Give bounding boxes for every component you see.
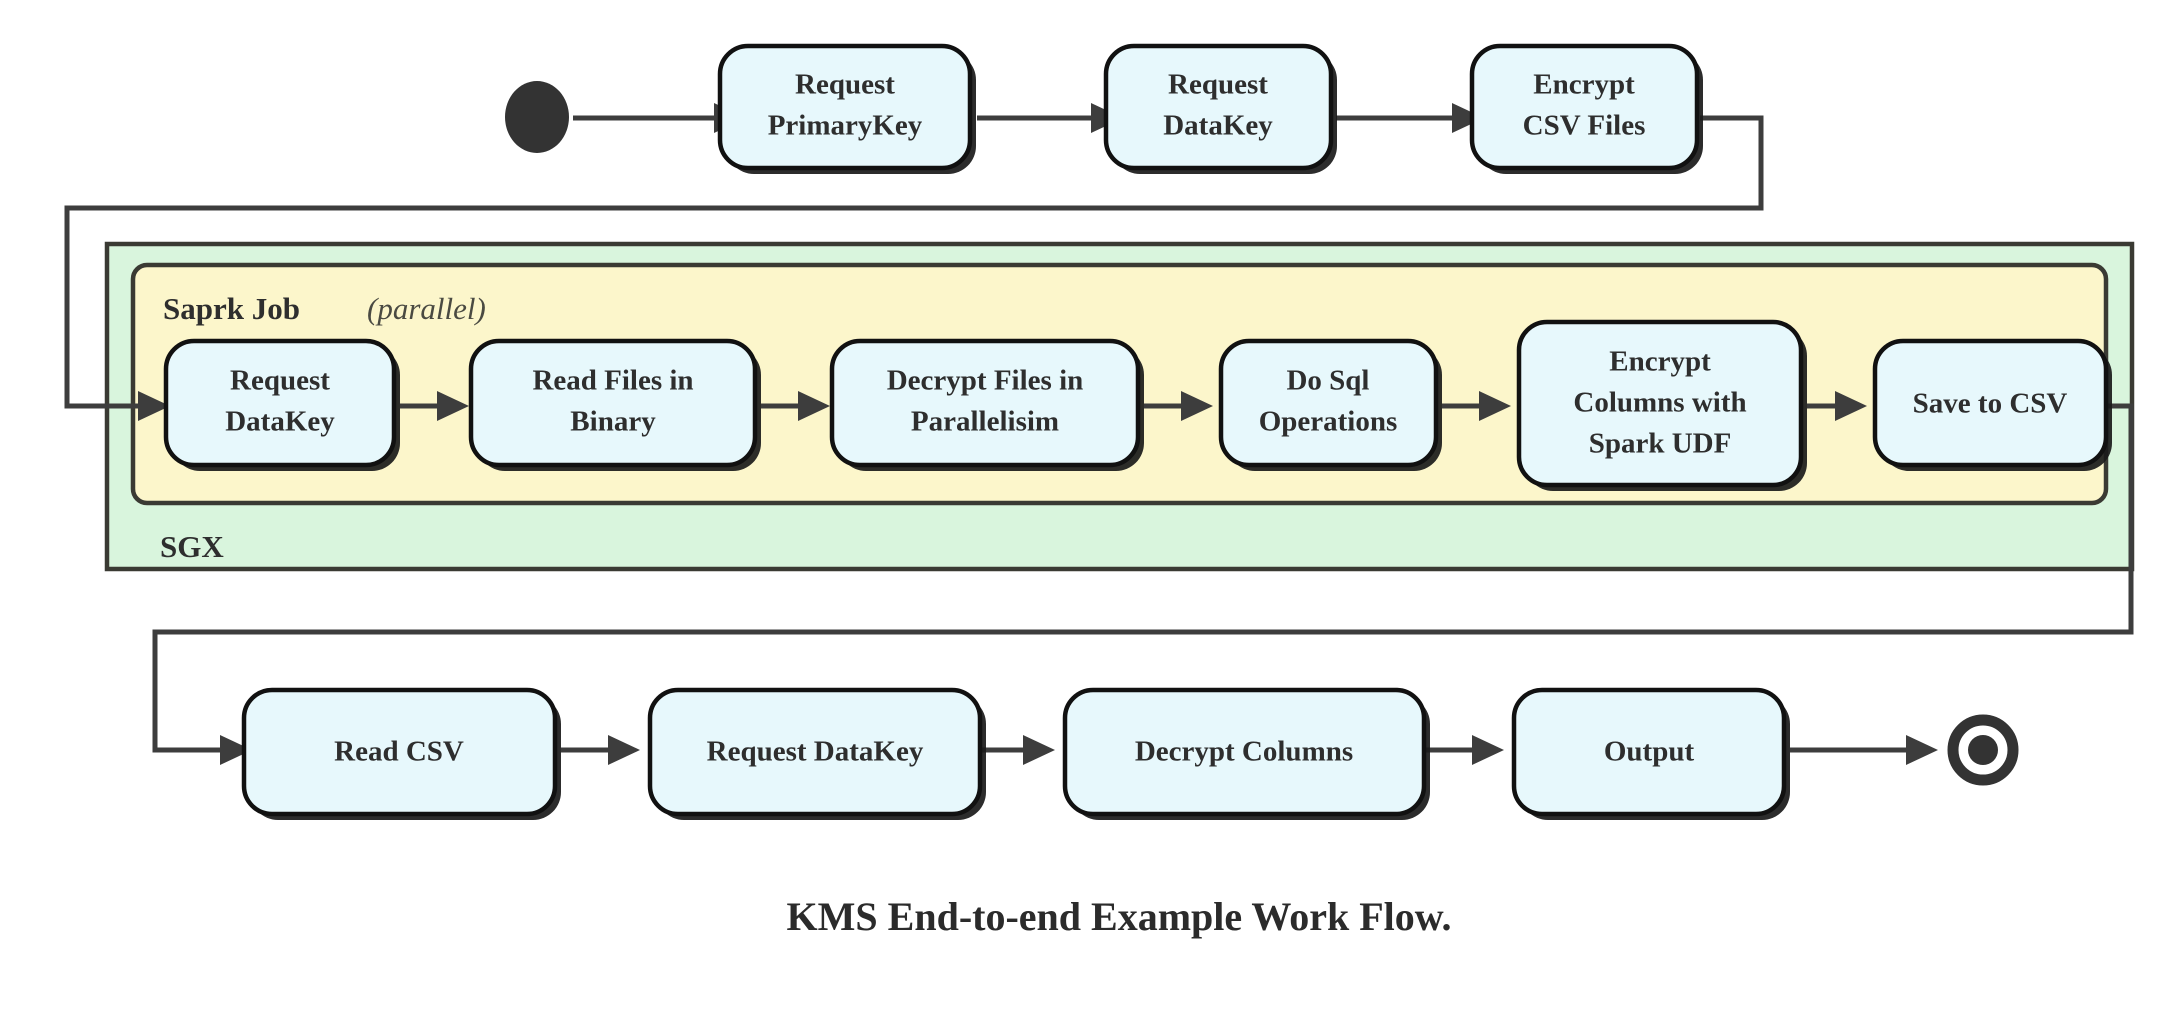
node-encrypt-csv-files[interactable]: Encrypt CSV Files [1469, 43, 1703, 174]
node-label-line-1: Request [795, 69, 895, 101]
node-request-primarykey[interactable]: Request PrimaryKey [717, 43, 976, 174]
node-label-line-1: Save to CSV [1913, 388, 2068, 420]
node-label-line-2: DataKey [1163, 110, 1273, 142]
node-rect[interactable] [241, 687, 558, 817]
spark-job-modifier: (parallel) [367, 291, 486, 326]
start-node-circle [505, 81, 569, 153]
edge-savetocsv-to-readcsv [152, 403, 2134, 753]
node-label-line-1: Request DataKey [707, 736, 924, 768]
node-output[interactable]: Output [1511, 687, 1790, 820]
node-read-csv[interactable]: Read CSV [241, 687, 561, 820]
node-decrypt-files-in-parallelisim[interactable]: Decrypt Files in Parallelisim [829, 338, 1144, 471]
node-label-line-1: Encrypt [1533, 69, 1635, 101]
node-rect[interactable] [717, 43, 973, 171]
top-row-nodes: Request PrimaryKey Request DataKey Encry… [717, 43, 1703, 174]
node-request-datakey-top[interactable]: Request DataKey [1103, 43, 1337, 174]
node-rect[interactable] [1872, 338, 2109, 468]
node-rect[interactable] [1469, 43, 1700, 171]
arrowhead-decryptfiles-to-dosql [1181, 391, 1213, 421]
end-node-core [1968, 735, 1998, 765]
node-request-datakey-spark[interactable]: Request DataKey [163, 338, 400, 471]
bottom-row-nodes: Read CSV Request DataKey Decrypt Columns… [241, 687, 1790, 820]
node-request-datakey-bottom[interactable]: Request DataKey [647, 687, 986, 820]
arrowhead-readfiles-to-decryptfiles [798, 391, 830, 421]
sgx-container-label: SGX [160, 529, 224, 564]
node-rect[interactable] [647, 687, 983, 817]
arrowhead-requestdatakey-to-decryptcolumns [1023, 735, 1055, 765]
arrowhead-savetocsv-to-readcsv [220, 735, 252, 765]
node-label-line-2: Parallelisim [911, 406, 1059, 438]
node-rect[interactable] [1511, 687, 1787, 817]
node-label-line-3: Spark UDF [1589, 428, 1732, 460]
arrowhead-spark-datakey-to-readfiles [437, 391, 469, 421]
arrowhead-dosql-to-encryptcolumns [1479, 391, 1511, 421]
node-label-line-1: Read Files in [532, 365, 693, 397]
node-rect[interactable] [163, 338, 397, 468]
node-label-line-2: CSV Files [1523, 110, 1646, 142]
node-rect[interactable] [1218, 338, 1439, 468]
edge-encryptcsv-to-spark-requestdatakey [64, 115, 1764, 409]
node-label-line-1: Request [230, 365, 330, 397]
node-label-line-2: PrimaryKey [768, 110, 923, 142]
node-read-files-in-binary[interactable]: Read Files in Binary [468, 338, 761, 471]
node-label-line-2: DataKey [225, 406, 335, 438]
arrowhead-decryptcolumns-to-output [1472, 735, 1504, 765]
connector-lines [64, 103, 2134, 765]
node-save-to-csv[interactable]: Save to CSV [1872, 338, 2112, 471]
node-label-line-1: Decrypt Files in [887, 365, 1084, 397]
node-label-line-1: Do Sql [1286, 365, 1369, 397]
spark-job-label: Saprk Job [163, 291, 300, 326]
node-decrypt-columns[interactable]: Decrypt Columns [1062, 687, 1430, 820]
node-do-sql-operations[interactable]: Do Sql Operations [1218, 338, 1442, 471]
node-label-line-2: Binary [570, 406, 656, 438]
node-rect[interactable] [829, 338, 1141, 468]
node-label-line-2: Columns with [1573, 387, 1746, 419]
arrowhead-encryptcsv-to-spark-requestdatakey [138, 391, 170, 421]
node-label-line-1: Encrypt [1609, 346, 1711, 378]
node-rect[interactable] [468, 338, 758, 468]
node-rect[interactable] [1103, 43, 1334, 171]
node-label-line-2: Operations [1259, 406, 1398, 438]
node-rect[interactable] [1062, 687, 1427, 817]
start-node [505, 81, 569, 153]
end-node [1947, 714, 2019, 786]
arrowhead-datakey-to-encryptcsv [1452, 103, 1484, 133]
node-label-line-1: Request [1168, 69, 1268, 101]
spark-row-nodes: Request DataKey Read Files in Binary Dec… [163, 319, 2112, 491]
arrowhead-output-to-end [1906, 735, 1938, 765]
end-node-ring [1947, 714, 2019, 786]
node-label-line-1: Decrypt Columns [1135, 736, 1353, 768]
node-rect[interactable] [1516, 319, 1804, 488]
arrowhead-readcsv-to-requestdatakey [608, 735, 640, 765]
node-label-line-1: Output [1604, 736, 1695, 768]
node-encrypt-columns-with-spark-udf[interactable]: Encrypt Columns with Spark UDF [1516, 319, 1807, 491]
node-label-line-1: Read CSV [334, 736, 464, 768]
arrowhead-encryptcolumns-to-savetocsv [1835, 391, 1867, 421]
diagram-caption: KMS End-to-end Example Work Flow. [787, 894, 1452, 939]
